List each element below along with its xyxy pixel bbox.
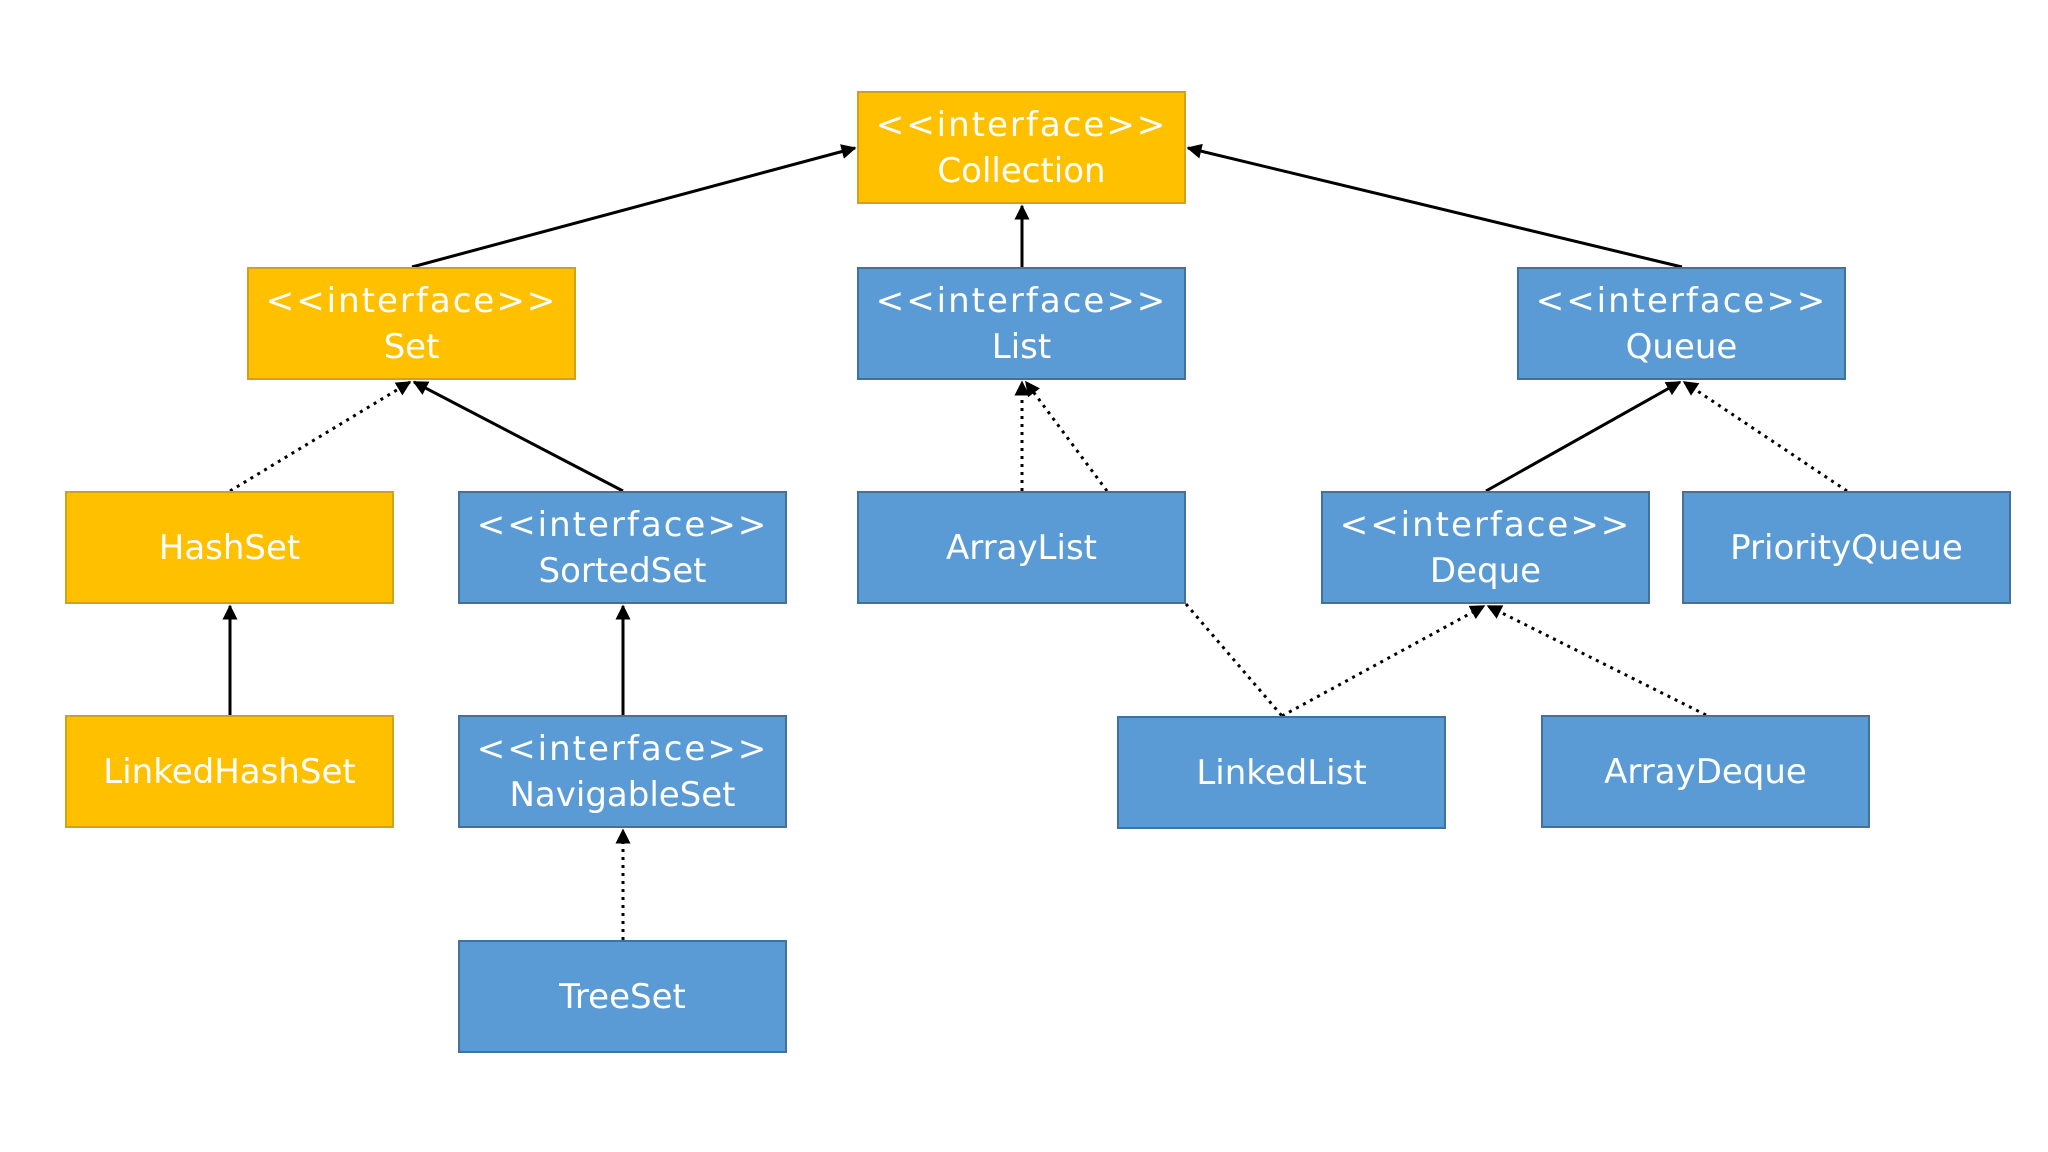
navigableset-stereotype: <<interface>> bbox=[476, 728, 769, 769]
edge-linkedlist-to-deque bbox=[1281, 604, 1486, 718]
sortedset-node: <<interface>> SortedSet bbox=[458, 491, 787, 604]
list-node: <<interface>> List bbox=[857, 267, 1186, 380]
queue-stereotype: <<interface>> bbox=[1535, 280, 1828, 321]
edge-queue-to-collection bbox=[1186, 143, 1683, 269]
navigableset-label: NavigableSet bbox=[509, 774, 736, 815]
deque-label: Deque bbox=[1429, 550, 1542, 591]
edge-hashset-to-set bbox=[229, 380, 412, 493]
list-label: List bbox=[991, 326, 1052, 367]
collection-node: <<interface>> Collection bbox=[857, 91, 1186, 204]
linkedlist-node: LinkedList bbox=[1117, 716, 1446, 829]
treeset-node: TreeSet bbox=[458, 940, 787, 1053]
hashset-node: HashSet bbox=[65, 491, 394, 604]
arraylist-node: ArrayList bbox=[857, 491, 1186, 604]
edge-arraylist-linkedlist-connector bbox=[1184, 603, 1284, 717]
edge-arraydeque-to-deque bbox=[1486, 604, 1707, 717]
set-stereotype: <<interface>> bbox=[265, 280, 558, 321]
priorityqueue-node: PriorityQueue bbox=[1682, 491, 2011, 604]
edge-priorityqueue-to-queue bbox=[1682, 380, 1848, 493]
linkedhashset-label: LinkedHashSet bbox=[103, 751, 356, 792]
hashset-label: HashSet bbox=[158, 527, 301, 568]
edge-sortedset-to-set bbox=[412, 380, 624, 493]
linkedhashset-node: LinkedHashSet bbox=[65, 715, 394, 828]
collection-label: Collection bbox=[937, 150, 1106, 191]
list-stereotype: <<interface>> bbox=[875, 280, 1168, 321]
deque-node: <<interface>> Deque bbox=[1321, 491, 1650, 604]
priorityqueue-label: PriorityQueue bbox=[1730, 527, 1963, 568]
deque-stereotype: <<interface>> bbox=[1339, 504, 1632, 545]
linkedlist-label: LinkedList bbox=[1196, 752, 1367, 793]
edge-set-to-collection bbox=[411, 144, 857, 269]
sortedset-label: SortedSet bbox=[538, 550, 707, 591]
queue-label: Queue bbox=[1625, 326, 1738, 367]
navigableset-node: <<interface>> NavigableSet bbox=[458, 715, 787, 828]
arraydeque-label: ArrayDeque bbox=[1604, 751, 1807, 792]
arraydeque-node: ArrayDeque bbox=[1541, 715, 1870, 828]
collection-stereotype: <<interface>> bbox=[875, 104, 1168, 145]
arraylist-label: ArrayList bbox=[945, 527, 1097, 568]
queue-node: <<interface>> Queue bbox=[1517, 267, 1846, 380]
treeset-label: TreeSet bbox=[559, 976, 686, 1017]
set-label: Set bbox=[383, 326, 440, 367]
edge-linkedlist-to-list bbox=[1024, 380, 1109, 492]
edge-deque-to-queue bbox=[1485, 380, 1682, 493]
set-node: <<interface>> Set bbox=[247, 267, 576, 380]
sortedset-stereotype: <<interface>> bbox=[476, 504, 769, 545]
